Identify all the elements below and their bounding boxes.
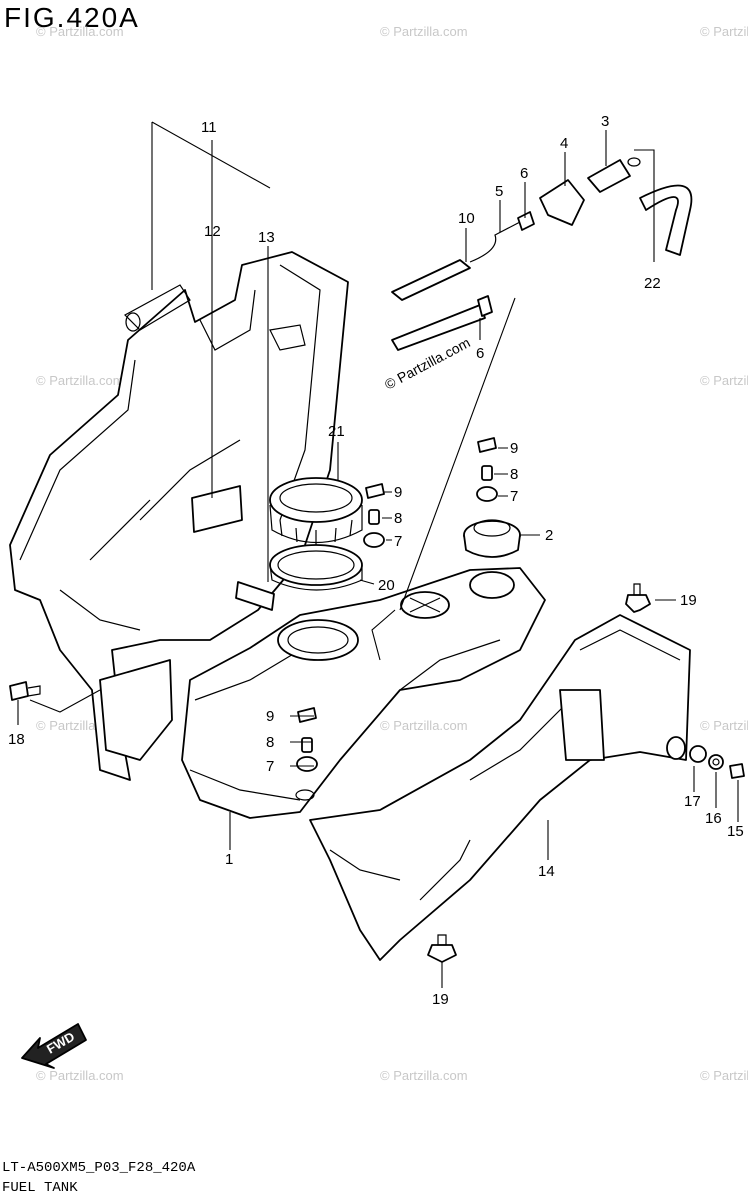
leader-lines	[17, 121, 739, 988]
figure-title: FIG.420A	[4, 2, 140, 33]
callout-18: 18	[8, 731, 25, 748]
callout-9: 9	[394, 484, 402, 501]
fastener-stack-b	[476, 437, 498, 502]
callout-21: 21	[328, 423, 345, 440]
watermark: © Partzilla.com	[36, 373, 124, 388]
fuel-pump-ring	[269, 477, 363, 546]
watermark: © Partzilla.com	[700, 24, 748, 39]
callout-12: 12	[204, 223, 221, 240]
callout-1: 1	[225, 851, 233, 868]
collar-17	[689, 745, 707, 763]
callout-labels: 11 12 13 10 5 6 4 3 22 6 21 9 8 7 9 8 7 …	[8, 113, 744, 1008]
callout-11: 11	[201, 119, 217, 136]
callout-14: 14	[538, 863, 555, 880]
watermark: © Partzilla.com	[380, 24, 468, 39]
callout-3: 3	[601, 113, 609, 130]
watermark: © Partzilla.com	[380, 718, 468, 733]
figure-code: LT-A500XM5_P03_F28_420A	[2, 1160, 196, 1176]
callout-16: 16	[705, 810, 722, 827]
tank-guard-right	[309, 614, 691, 961]
fastener-stack-a	[363, 483, 385, 548]
callout-10: 10	[458, 210, 475, 227]
fastener-stack-c	[296, 707, 318, 772]
callout-5: 5	[495, 183, 503, 200]
screw-15	[729, 763, 745, 779]
callout-19: 19	[680, 592, 697, 609]
callout-8: 8	[394, 510, 402, 527]
callout-2: 2	[545, 527, 553, 544]
fuel-tank	[181, 567, 546, 819]
callout-22: 22	[644, 275, 661, 292]
callout-9: 9	[510, 440, 518, 457]
callout-8: 8	[510, 466, 518, 483]
fwd-direction-arrow: FWD	[21, 1023, 87, 1069]
callout-9: 9	[266, 708, 274, 725]
callout-7: 7	[394, 533, 402, 550]
callout-6: 6	[520, 165, 528, 182]
callout-13: 13	[258, 229, 275, 246]
breather-hose-assembly	[391, 157, 693, 351]
clip-19-lower	[427, 934, 457, 963]
callout-20: 20	[378, 577, 395, 594]
watermark: © Partzilla.com	[380, 1068, 468, 1083]
watermark: © Partzilla.com	[700, 373, 748, 388]
washer-16	[708, 754, 724, 770]
callout-17: 17	[684, 793, 701, 810]
fuel-cap	[463, 519, 521, 558]
tank-guard-left	[9, 251, 349, 781]
watermark: © Partzilla.com	[700, 718, 748, 733]
callout-7: 7	[266, 758, 274, 775]
fuel-pump-gasket	[269, 544, 363, 591]
clip-19-upper	[625, 583, 651, 613]
watermark: © Partzilla.com	[36, 24, 124, 39]
callout-19: 19	[432, 991, 449, 1008]
callout-4: 4	[560, 135, 568, 152]
figure-name: FUEL TANK	[2, 1180, 78, 1196]
callout-8: 8	[266, 734, 274, 751]
callout-6: 6	[476, 345, 484, 362]
callout-15: 15	[727, 823, 744, 840]
watermark: © Partzilla.com	[700, 1068, 748, 1083]
watermark: © Partzilla.com	[36, 1068, 124, 1083]
screw-18	[9, 681, 41, 701]
callout-7: 7	[510, 488, 518, 505]
